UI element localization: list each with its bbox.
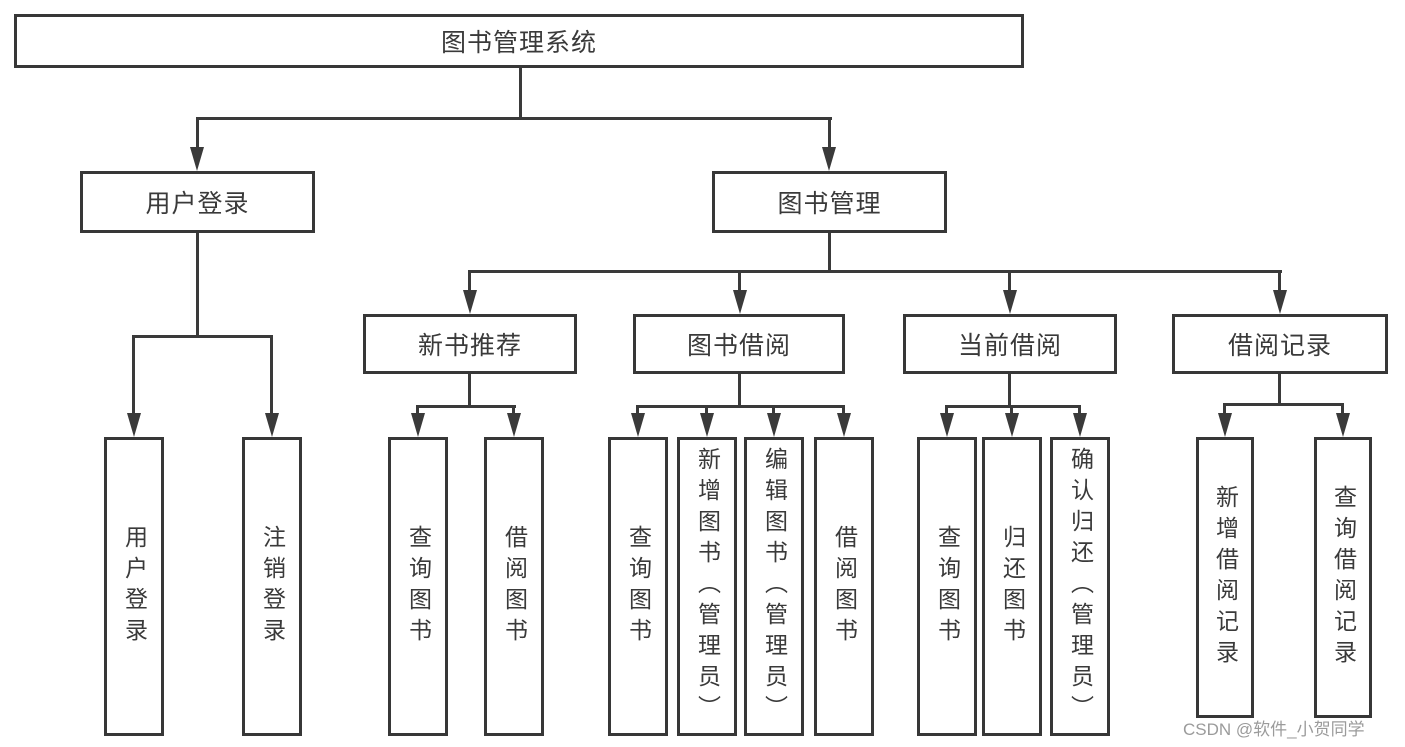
connector-user-login-rail bbox=[132, 335, 273, 338]
arrowhead-down-icon bbox=[1336, 413, 1350, 437]
leaf-confirm-return-admin-label: 确认归还（管理员） bbox=[1067, 447, 1094, 726]
node-current-borrowing: 当前借阅 bbox=[903, 314, 1117, 374]
leaf-borrow-books-label: 借阅图书 bbox=[831, 524, 858, 649]
leaf-confirm-return-admin: 确认归还（管理员） bbox=[1050, 437, 1110, 736]
leaf-add-book-admin-label: 新增图书（管理员） bbox=[694, 447, 721, 726]
connector-drop-current-borrowing bbox=[1008, 270, 1011, 292]
connector-new-book-rail bbox=[416, 405, 516, 408]
leaf-query-books: 查询图书 bbox=[608, 437, 668, 736]
connector-drop bbox=[705, 405, 708, 414]
connector-drop bbox=[636, 405, 639, 414]
arrowhead-down-icon bbox=[265, 413, 279, 437]
arrowhead-down-icon bbox=[190, 147, 204, 171]
arrowhead-down-icon bbox=[631, 413, 645, 437]
connector-borrowing-records-stem bbox=[1278, 374, 1281, 405]
connector-current-borrowing-stem bbox=[1008, 374, 1011, 407]
node-borrowing-records: 借阅记录 bbox=[1172, 314, 1388, 374]
arrowhead-down-icon bbox=[767, 413, 781, 437]
connector-book-borrowing-stem bbox=[738, 374, 741, 407]
node-borrowing-records-label: 借阅记录 bbox=[1227, 332, 1332, 360]
node-book-management-label: 图书管理 bbox=[777, 190, 882, 218]
leaf-logout-label: 注销登录 bbox=[259, 524, 286, 649]
connector-drop-leaf-logout bbox=[270, 335, 273, 413]
connector-book-management-stem bbox=[828, 233, 831, 273]
leaf-query-books-label: 查询图书 bbox=[405, 524, 432, 649]
arrowhead-down-icon bbox=[1003, 290, 1017, 314]
leaf-edit-book-admin-label: 编辑图书（管理员） bbox=[761, 447, 788, 726]
leaf-query-books-label: 查询图书 bbox=[625, 524, 652, 649]
arrowhead-down-icon bbox=[1218, 413, 1232, 437]
connector-drop bbox=[842, 405, 845, 414]
arrowhead-down-icon bbox=[940, 413, 954, 437]
connector-drop bbox=[1078, 405, 1081, 414]
node-book-borrowing-label: 图书借阅 bbox=[686, 332, 791, 360]
node-user-login-label: 用户登录 bbox=[145, 190, 250, 218]
leaf-borrow-books-label: 借阅图书 bbox=[501, 524, 528, 649]
arrowhead-down-icon bbox=[127, 413, 141, 437]
node-book-borrowing: 图书借阅 bbox=[633, 314, 845, 374]
leaf-return-book: 归还图书 bbox=[982, 437, 1042, 736]
node-new-book-recommend-label: 新书推荐 bbox=[417, 332, 522, 360]
watermark-text: CSDN @软件_小贺同学 bbox=[1183, 720, 1365, 739]
node-root: 图书管理系统 bbox=[14, 14, 1024, 68]
arrowhead-down-icon bbox=[507, 413, 521, 437]
connector-level3-rail bbox=[468, 270, 1282, 273]
connector-book-borrowing-rail bbox=[636, 405, 844, 408]
node-root-label: 图书管理系统 bbox=[440, 29, 597, 57]
arrowhead-down-icon bbox=[700, 413, 714, 437]
connector-drop bbox=[945, 405, 948, 414]
leaf-query-books-label: 查询图书 bbox=[934, 524, 961, 649]
leaf-user-login: 用户登录 bbox=[104, 437, 164, 736]
leaf-borrow-books: 借阅图书 bbox=[484, 437, 544, 736]
arrowhead-down-icon bbox=[463, 290, 477, 314]
arrowhead-down-icon bbox=[733, 290, 747, 314]
leaf-add-book-admin: 新增图书（管理员） bbox=[677, 437, 737, 736]
arrowhead-down-icon bbox=[1073, 413, 1087, 437]
arrowhead-down-icon bbox=[1005, 413, 1019, 437]
connector-drop-book-borrowing bbox=[738, 270, 741, 292]
leaf-user-login-label: 用户登录 bbox=[121, 524, 148, 649]
leaf-return-book-label: 归还图书 bbox=[999, 524, 1026, 649]
connector-drop-borrowing-records bbox=[1278, 270, 1281, 292]
connector-drop-user-login bbox=[196, 117, 199, 150]
leaf-query-books: 查询图书 bbox=[388, 437, 448, 736]
node-user-login: 用户登录 bbox=[80, 171, 315, 233]
connector-drop bbox=[512, 405, 515, 414]
arrowhead-down-icon bbox=[1273, 290, 1287, 314]
leaf-borrow-books: 借阅图书 bbox=[814, 437, 874, 736]
leaf-add-borrow-record-label: 新增借阅记录 bbox=[1212, 484, 1239, 671]
arrowhead-down-icon bbox=[822, 147, 836, 171]
leaf-edit-book-admin: 编辑图书（管理员） bbox=[744, 437, 804, 736]
node-new-book-recommend: 新书推荐 bbox=[363, 314, 577, 374]
leaf-query-borrow-record-label: 查询借阅记录 bbox=[1330, 484, 1357, 671]
connector-drop-book-management bbox=[828, 117, 831, 150]
connector-level1-rail bbox=[196, 117, 832, 120]
connector-drop bbox=[1341, 403, 1344, 414]
connector-drop bbox=[1010, 405, 1013, 414]
connector-drop-leaf-user-login bbox=[132, 335, 135, 413]
leaf-query-books: 查询图书 bbox=[917, 437, 977, 736]
connector-current-borrowing-rail bbox=[945, 405, 1081, 408]
arrowhead-down-icon bbox=[411, 413, 425, 437]
node-current-borrowing-label: 当前借阅 bbox=[957, 332, 1062, 360]
connector-user-login-stem bbox=[196, 233, 199, 337]
connector-root-stem bbox=[519, 68, 522, 118]
node-book-management: 图书管理 bbox=[712, 171, 947, 233]
arrowhead-down-icon bbox=[837, 413, 851, 437]
connector-drop bbox=[1223, 403, 1226, 414]
connector-borrowing-records-rail bbox=[1223, 403, 1344, 406]
connector-drop bbox=[772, 405, 775, 414]
leaf-logout: 注销登录 bbox=[242, 437, 302, 736]
leaf-query-borrow-record: 查询借阅记录 bbox=[1314, 437, 1372, 718]
connector-new-book-stem bbox=[468, 374, 471, 407]
connector-drop-new-book bbox=[468, 270, 471, 292]
leaf-add-borrow-record: 新增借阅记录 bbox=[1196, 437, 1254, 718]
connector-drop bbox=[416, 405, 419, 414]
